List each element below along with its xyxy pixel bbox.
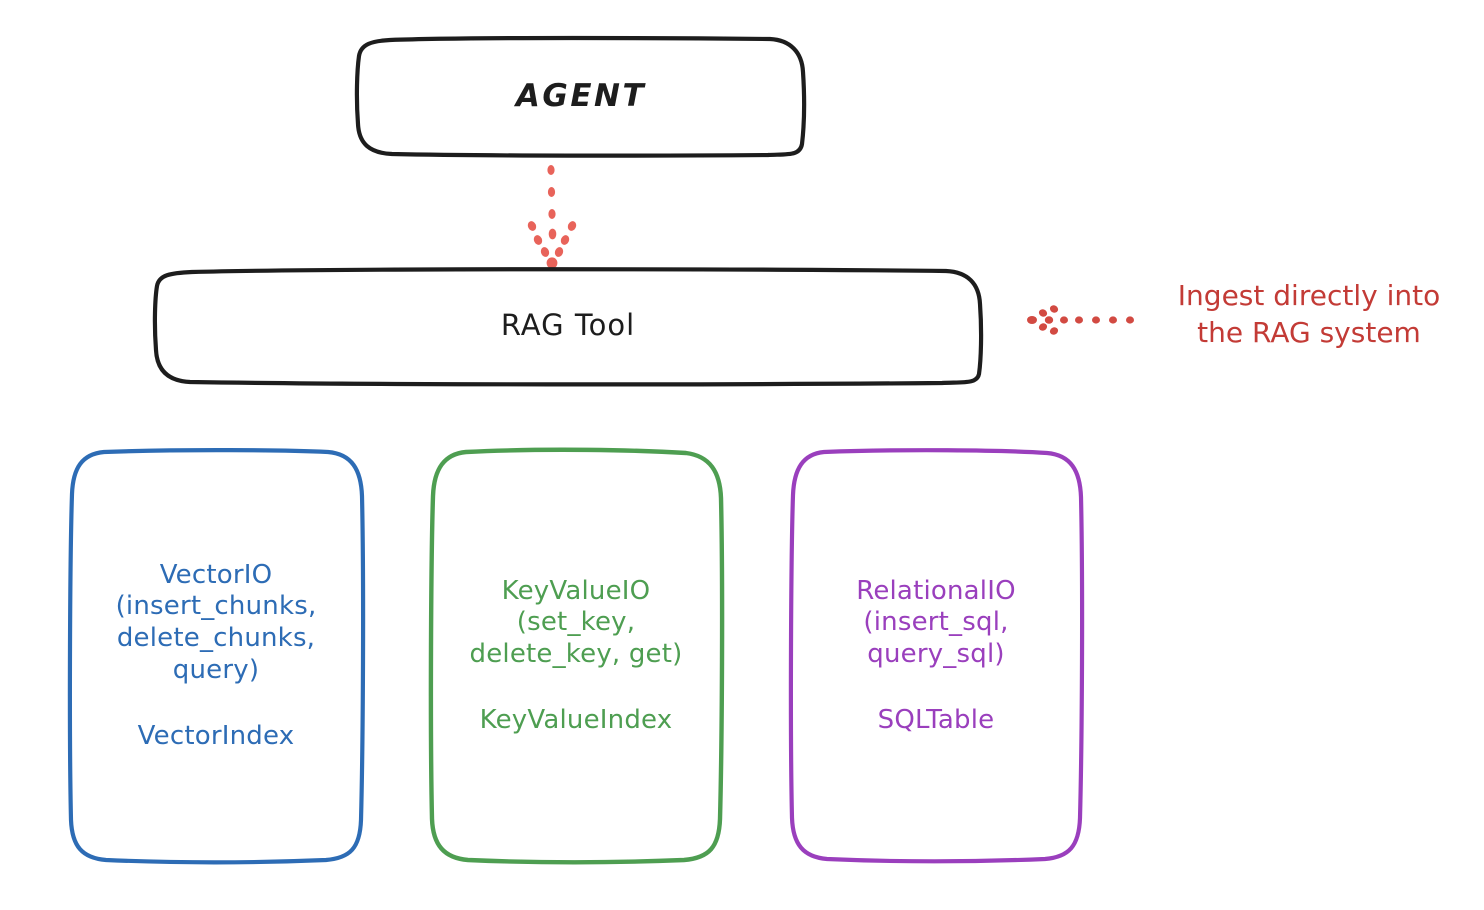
rag-tool-node[interactable]: RAG Tool	[152, 267, 984, 387]
relational-io-node-outline	[788, 448, 1085, 864]
agent-node-outline	[354, 35, 807, 158]
ingest-direct-arrow	[1027, 305, 1134, 335]
agent-label: AGENT	[515, 78, 647, 115]
sql-table-label: SQLTable	[877, 704, 995, 735]
key-value-index-label: KeyValueIndex	[479, 704, 673, 735]
key-value-io-api-label: KeyValueIO (set_key, delete_key, get)	[469, 575, 683, 669]
vector-io-node-outline	[67, 448, 366, 865]
relational-io-api-label: RelationalIO (insert_sql, query_sql)	[856, 575, 1016, 669]
vector-index-label: VectorIndex	[137, 720, 295, 751]
rag-tool-node-outline	[152, 267, 984, 387]
agent-to-rag-tool-arrow	[527, 165, 577, 269]
key-value-io-node-outline	[428, 447, 725, 865]
vector-io-api-label: VectorIO (insert_chunks, delete_chunks, …	[115, 559, 317, 685]
key-value-io-node[interactable]: KeyValueIO (set_key, delete_key, get) Ke…	[428, 447, 725, 865]
ingest-annotation-text: Ingest directly into the RAG system	[1177, 279, 1441, 349]
relational-io-node[interactable]: RelationalIO (insert_sql, query_sql) SQL…	[788, 448, 1085, 864]
rag-tool-label: RAG Tool	[500, 308, 636, 343]
agent-node[interactable]: AGENT	[354, 35, 807, 158]
vector-io-node[interactable]: VectorIO (insert_chunks, delete_chunks, …	[67, 448, 366, 865]
